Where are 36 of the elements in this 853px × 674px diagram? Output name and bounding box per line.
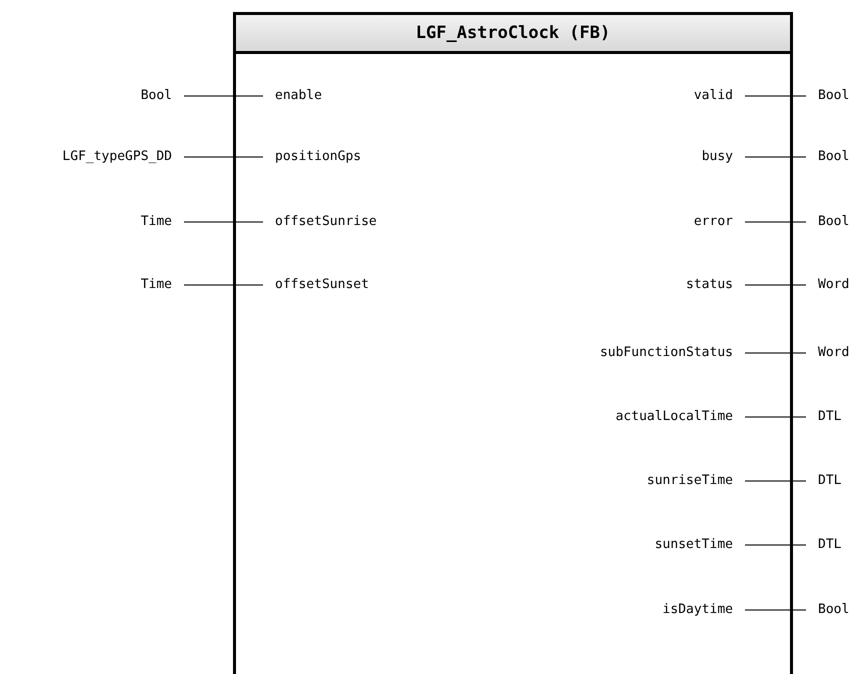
output-pin-name: subFunctionStatus [600, 344, 733, 362]
function-block [233, 12, 793, 674]
input-pin-name: positionGps [275, 148, 362, 166]
data-type: Bool [818, 87, 850, 105]
output-pin-name: sunsetTime [654, 536, 733, 554]
output-pin-name: valid [694, 87, 733, 105]
output-pin-name: sunriseTime [646, 472, 733, 490]
data-type: Bool [818, 213, 850, 231]
connector-line [744, 156, 806, 158]
data-type: DTL [818, 408, 842, 426]
output-pin-name: isDaytime [662, 601, 733, 619]
connector-line [744, 416, 806, 418]
data-type: DTL [818, 536, 842, 554]
data-type: Word [818, 276, 850, 294]
data-type: Bool [818, 601, 850, 619]
output-pin-name: busy [702, 148, 733, 166]
output-pin-name: status [686, 276, 733, 294]
connector-line [744, 480, 806, 482]
data-type: LGF_typeGPS_DD [62, 148, 172, 166]
block-title: LGF_AstroClock (FB) [236, 15, 790, 54]
data-type: DTL [818, 472, 842, 490]
output-pin-name: error [694, 213, 733, 231]
connector-line [744, 284, 806, 286]
data-type: Time [140, 276, 172, 294]
connector-line [744, 352, 806, 354]
connector-line [744, 544, 806, 546]
data-type: Time [140, 213, 172, 231]
input-pin-name: offsetSunset [275, 276, 369, 294]
data-type: Bool [140, 87, 172, 105]
output-pin-name: actualLocalTime [616, 408, 733, 426]
input-pin-name: offsetSunrise [275, 213, 377, 231]
connector-line [184, 156, 264, 158]
data-type: Bool [818, 148, 850, 166]
data-type: Word [818, 344, 850, 362]
input-pin-name: enable [275, 87, 322, 105]
connector-line [184, 284, 264, 286]
